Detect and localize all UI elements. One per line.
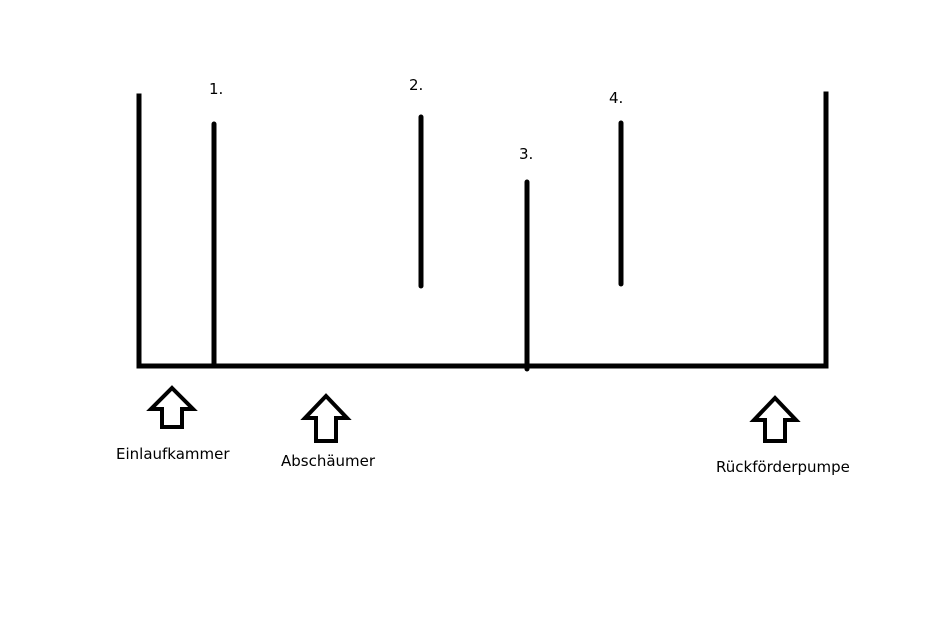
- up-arrow-icon: [300, 393, 352, 443]
- baffle-4-number: 4.: [609, 89, 623, 107]
- chamber-label-return-pump: Rückförderpumpe: [716, 458, 850, 476]
- chamber-label-skimmer: Abschäumer: [281, 452, 376, 470]
- baffle-2-number: 2.: [409, 76, 423, 94]
- baffle-1-number: 1.: [209, 80, 223, 98]
- up-arrow-icon: [146, 385, 198, 429]
- chamber-label-inflow: Einlaufkammer: [116, 445, 230, 463]
- up-arrow-icon: [749, 395, 801, 443]
- baffle-3-number: 3.: [519, 145, 533, 163]
- baffles: [211, 114, 624, 372]
- tank-outline: [136, 91, 829, 369]
